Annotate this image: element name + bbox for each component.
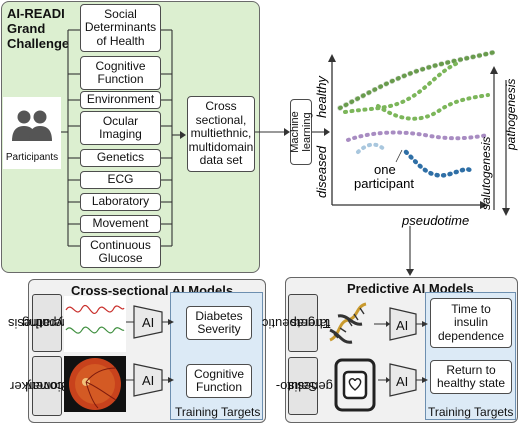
domain-movement: Movement (80, 215, 161, 233)
pathogenesis-label: pathogenesis (504, 79, 518, 151)
one-participant-pointer (395, 149, 403, 163)
pseudotime-label: pseudotime (401, 213, 469, 228)
smartwatch-icon (334, 358, 376, 412)
trajectory-blue-one-participant (403, 149, 473, 178)
participants-box: Participants (3, 97, 61, 169)
cross-sectional-training-targets: Training Targets (175, 405, 261, 419)
diseased-label: diseased (314, 145, 329, 198)
salutogenesis-label: salutogenesis (479, 137, 493, 210)
predictive-ai-label-2: AI (396, 374, 409, 389)
trajectory-purple (346, 130, 490, 142)
cross-sectional-ai-label-1: AI (142, 315, 155, 330)
trajectory-light-blue (356, 142, 387, 154)
challenge-title-line-1: AI-READI (7, 6, 65, 21)
cross-sectional-ai-blocks (126, 305, 174, 397)
pseudotime-trajectory-plot: healthy diseased pseudotime one particip… (314, 49, 518, 228)
participants-icon (12, 110, 52, 141)
predictive-ai-blocks (374, 307, 428, 397)
dataset-box: Cross sectional, multiethnic, multidomai… (187, 96, 255, 172)
participants-label: Participants (5, 152, 59, 163)
trajectory-green-1 (337, 49, 498, 111)
domain-environment: Environment (80, 91, 161, 109)
challenge-title-line-2: Grand (7, 21, 46, 36)
domain-genetics: Genetics (80, 149, 161, 167)
challenge-title: AI-READI Grand Challenge (7, 6, 69, 51)
dna-icon (329, 302, 367, 344)
predictive-training-targets: Training Targets (428, 405, 514, 419)
domain-ecg: ECG (80, 171, 161, 189)
salutogenesis-side-label: Saluto-genesis (275, 357, 332, 415)
genesis-arrows (493, 72, 507, 210)
one-participant-label-line-1: one (374, 162, 396, 177)
retina-image-thumbnail (64, 356, 126, 412)
trajectory-green-2 (343, 60, 462, 114)
trajectory-green-3 (376, 93, 490, 121)
challenge-title-line-3: Challenge (7, 36, 70, 51)
predictive-ai-label-1: AI (396, 318, 409, 333)
ecg-waveform-thumbnail (64, 296, 126, 352)
cross-sectional-ai-label-2: AI (142, 373, 155, 388)
healthy-label: healthy (314, 75, 329, 118)
one-participant-label-line-2: participant (354, 176, 414, 191)
domain-laboratory: Laboratory (80, 193, 161, 211)
trajectory-axes (331, 60, 482, 206)
